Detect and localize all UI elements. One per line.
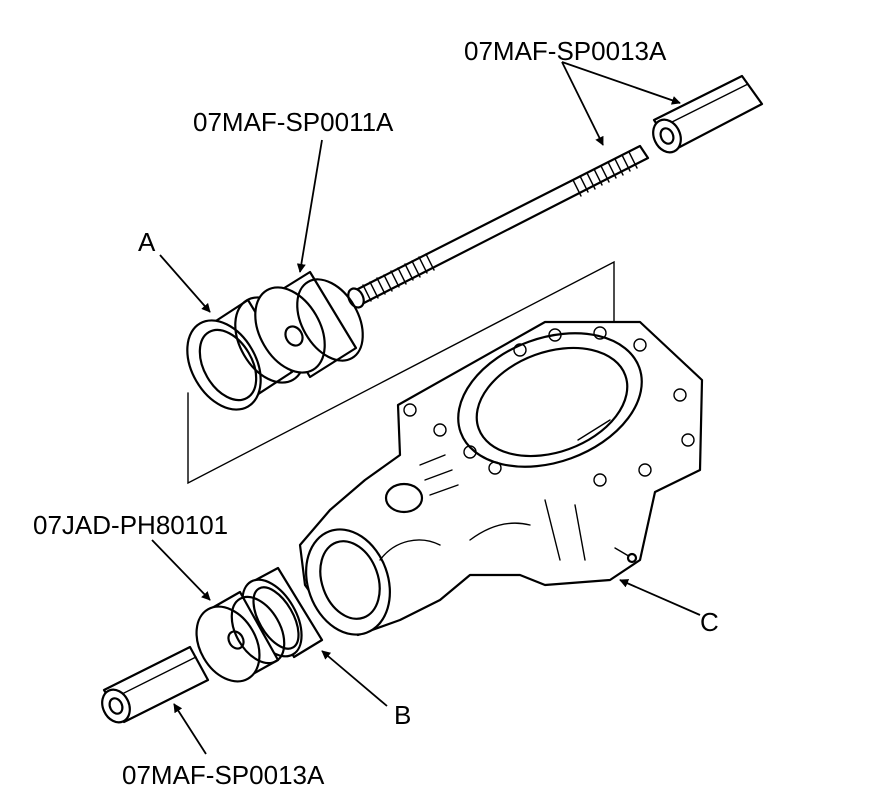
label-callout-a: A (138, 227, 156, 257)
driver-attachment-bottom (195, 590, 286, 683)
breather-pin (614, 547, 638, 564)
label-callout-c: C (700, 607, 719, 637)
label-callout-b: B (394, 700, 411, 730)
projection-bracket (187, 260, 615, 485)
label-07maf-sp0013a-bottom: 07MAF-SP0013A (122, 760, 325, 790)
driver-attachment-top (254, 270, 364, 379)
label-07maf-sp0011a: 07MAF-SP0011A (193, 107, 394, 137)
hex-sleeve-bottom (101, 645, 210, 724)
threaded-shaft (347, 144, 650, 309)
housing-bolt-holes (403, 326, 695, 487)
seal-ring-a (186, 296, 306, 411)
label-07jad-ph80101: 07JAD-PH80101 (33, 510, 228, 540)
hex-sleeve-top (652, 74, 764, 154)
leader-lines (151, 61, 701, 755)
transmission-housing-c (298, 320, 704, 637)
label-07maf-sp0013a-top: 07MAF-SP0013A (464, 36, 667, 66)
